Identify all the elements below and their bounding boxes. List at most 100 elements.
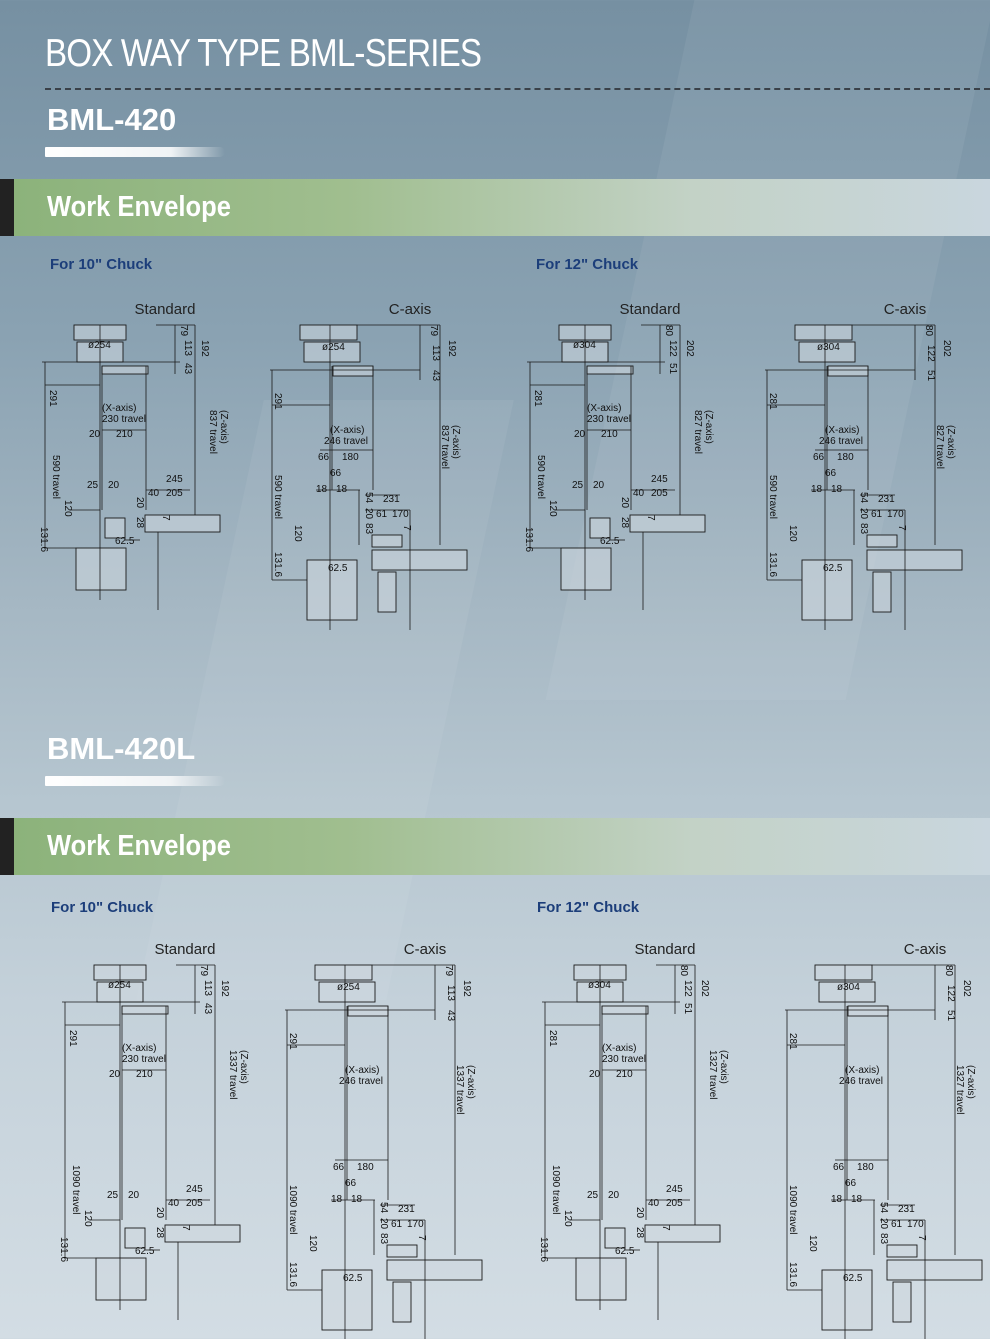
dimension-label: 122 bbox=[945, 985, 956, 1002]
dimension-label: 20 bbox=[378, 1218, 389, 1230]
dimension-label: 170 bbox=[407, 1219, 424, 1230]
dimension-label: (X-axis) bbox=[345, 1065, 380, 1076]
dimension-label: 170 bbox=[392, 509, 409, 520]
dimension-label: 192 bbox=[461, 980, 472, 997]
dimension-label: 231 bbox=[878, 494, 895, 505]
dimension-label: 66 bbox=[813, 452, 825, 463]
dimension-label: 40 bbox=[633, 488, 645, 499]
dimension-label: 28 bbox=[154, 1227, 165, 1239]
drawing-part bbox=[314, 964, 373, 981]
drawing-title: C-axis bbox=[388, 301, 432, 318]
dimension-label: 20 bbox=[589, 1069, 601, 1080]
drawing-part bbox=[601, 1005, 649, 1015]
dimension-label: 43 bbox=[445, 1010, 456, 1022]
dimension-label: 590 travel bbox=[272, 475, 283, 519]
dimension-label: 192 bbox=[446, 340, 457, 357]
dimension-label: 131.6 bbox=[287, 1262, 298, 1288]
dimension-label: (X-axis) bbox=[602, 1043, 637, 1054]
title-divider bbox=[45, 88, 990, 90]
dimension-label: 7 bbox=[416, 1235, 427, 1241]
dimension-label: 180 bbox=[837, 452, 854, 463]
dimension-label: 245 bbox=[186, 1184, 203, 1195]
dimension-label: 180 bbox=[342, 452, 359, 463]
drawing-title: Standard bbox=[619, 301, 681, 318]
dimension-label: 20 bbox=[858, 508, 869, 520]
dimension-label: 205 bbox=[666, 1198, 683, 1209]
dimension-label: 205 bbox=[186, 1198, 203, 1209]
dimension-label: 245 bbox=[666, 1184, 683, 1195]
dimension-label: 80 bbox=[663, 325, 674, 337]
drawing-part bbox=[318, 981, 376, 1003]
dimension-label: 245 bbox=[651, 474, 668, 485]
chuck-label: For 12" Chuck bbox=[537, 899, 640, 916]
dimension-label: 210 bbox=[116, 429, 133, 440]
drawing-part bbox=[121, 1005, 169, 1015]
drawing-part bbox=[124, 1227, 146, 1249]
dimension-label: 51 bbox=[925, 370, 936, 382]
section-bar: Work Envelope bbox=[0, 818, 990, 875]
dimension-label: 62.5 bbox=[843, 1273, 863, 1284]
dimension-label: 131.6 bbox=[767, 552, 778, 578]
dimension-label: 231 bbox=[398, 1204, 415, 1215]
dimension-label: 20 bbox=[634, 1207, 645, 1219]
drawing-part bbox=[866, 549, 963, 571]
drawing-part bbox=[386, 1259, 483, 1281]
dimension-label: ø304 bbox=[837, 982, 860, 993]
dimension-label: 18 bbox=[351, 1194, 363, 1205]
dimension-label: 20 bbox=[154, 1207, 165, 1219]
chuck-label: For 10" Chuck bbox=[50, 256, 153, 273]
brush-stroke bbox=[45, 147, 225, 157]
dimension-label: 827 travel bbox=[692, 410, 703, 454]
dimension-label: (X-axis) bbox=[825, 425, 860, 436]
drawing-part bbox=[847, 1005, 889, 1017]
dimension-label: 66 bbox=[318, 452, 330, 463]
dimension-label: 83 bbox=[363, 523, 374, 535]
dimension-label: 20 bbox=[109, 1069, 121, 1080]
drawing-part bbox=[104, 517, 126, 539]
dimension-label: 7 bbox=[401, 525, 412, 531]
dimension-label: 205 bbox=[166, 488, 183, 499]
dimension-label: 281 bbox=[532, 390, 543, 407]
dimension-label: 291 bbox=[287, 1033, 298, 1050]
dimension-label: 837 travel bbox=[207, 410, 218, 454]
drawing-part bbox=[827, 365, 869, 377]
dimension-label: 43 bbox=[202, 1003, 213, 1015]
dimension-label: 25 bbox=[572, 480, 584, 491]
dimension-label: 20 bbox=[574, 429, 586, 440]
dimension-label: 113 bbox=[202, 980, 213, 996]
dimension-label: 62.5 bbox=[328, 563, 348, 574]
dimension-label: 18 bbox=[831, 1194, 843, 1205]
dimension-label: (Z-axis) bbox=[718, 1050, 729, 1084]
dimension-label: 1327 travel bbox=[954, 1065, 965, 1115]
dimension-label: 246 travel bbox=[324, 436, 368, 447]
section-title: Work Envelope bbox=[47, 191, 231, 223]
drawing-part bbox=[644, 1224, 721, 1243]
dimension-label: ø254 bbox=[108, 980, 131, 991]
dimension-label: 79 bbox=[178, 325, 189, 337]
dimension-label: 18 bbox=[831, 484, 843, 495]
dimension-label: 54 bbox=[858, 492, 869, 504]
dimension-label: 54 bbox=[878, 1202, 889, 1214]
drawing-part bbox=[371, 534, 403, 548]
dimension-label: ø254 bbox=[322, 342, 345, 353]
dimension-label: 246 travel bbox=[339, 1076, 383, 1087]
dimension-label: 25 bbox=[107, 1190, 119, 1201]
dimension-label: 231 bbox=[383, 494, 400, 505]
drawing-part bbox=[866, 534, 898, 548]
dimension-label: 54 bbox=[363, 492, 374, 504]
dimension-label: 20 bbox=[608, 1190, 620, 1201]
dimension-label: 192 bbox=[199, 340, 210, 357]
drawing-part bbox=[794, 324, 853, 341]
drawing-part bbox=[801, 559, 853, 621]
dimension-label: 170 bbox=[907, 1219, 924, 1230]
dimension-label: 120 bbox=[547, 500, 558, 517]
dimension-label: 61 bbox=[376, 509, 388, 520]
dimension-label: 1337 travel bbox=[227, 1050, 238, 1100]
dimension-label: 28 bbox=[634, 1227, 645, 1239]
dimension-label: 83 bbox=[858, 523, 869, 535]
dimension-label: 80 bbox=[943, 965, 954, 977]
dimension-label: (X-axis) bbox=[122, 1043, 157, 1054]
dimension-label: 66 bbox=[330, 468, 342, 479]
dimension-label: 61 bbox=[391, 1219, 403, 1230]
